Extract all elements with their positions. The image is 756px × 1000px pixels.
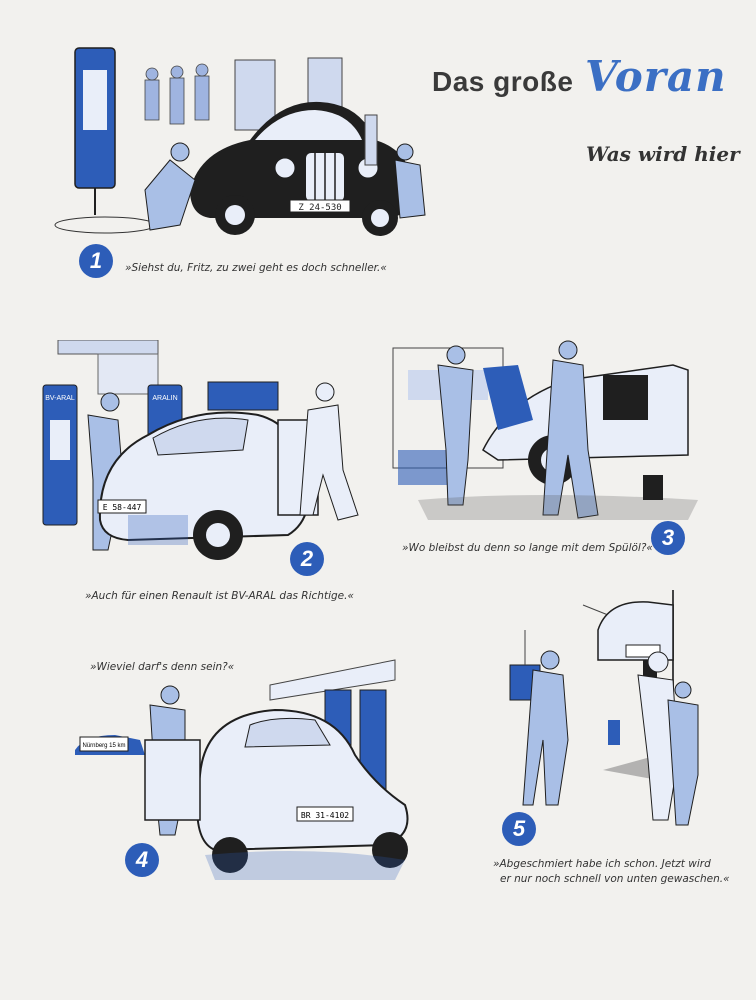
caption-panel-2: »Auch für einen Renault ist BV-ARAL das … (85, 590, 354, 602)
caption-panel-3: »Wo bleibst du denn so lange mit dem Spü… (402, 542, 653, 554)
illustration-panel-1: Z 24-530 (54, 47, 426, 236)
title-prefix: Das große (432, 66, 574, 97)
panel-number-5: 5 (502, 812, 536, 846)
illustration-panel-5 (509, 590, 699, 826)
panel-number-3: 3 (651, 521, 685, 555)
plate-panel-4: BR 31-4102 (301, 811, 349, 820)
caption-panel-5-line-2: er nur noch schnell von unten gewaschen.… (500, 873, 730, 885)
subtitle: Was wird hier (586, 142, 740, 166)
illustration-panel-3 (392, 340, 698, 520)
caption-panel-4: »Wieviel darf's denn sein?« (90, 661, 235, 673)
caption-panel-5-line-1: »Abgeschmiert habe ich schon. Jetzt wird (493, 858, 711, 870)
road-sign: Nürnberg 15 km (82, 743, 125, 749)
plate-panel-2: E 58-447 (103, 503, 142, 512)
pump-label-1: BV-ARAL (45, 395, 75, 402)
caption-panel-1: »Siehst du, Fritz, zu zwei geht es doch … (125, 262, 387, 274)
illustration-panel-2: BV-ARAL ARALIN E 58-447 (42, 340, 359, 560)
illustration-panel-4: Nürnberg 15 km BR 31-4102 (75, 659, 409, 880)
brand-logo: Voran (585, 52, 727, 101)
plate-panel-1: Z 24-530 (298, 203, 341, 213)
panel-number-2: 2 (290, 542, 324, 576)
panel-number-1: 1 (79, 244, 113, 278)
pump-label-2: ARALIN (152, 395, 177, 402)
panel-number-4: 4 (125, 843, 159, 877)
